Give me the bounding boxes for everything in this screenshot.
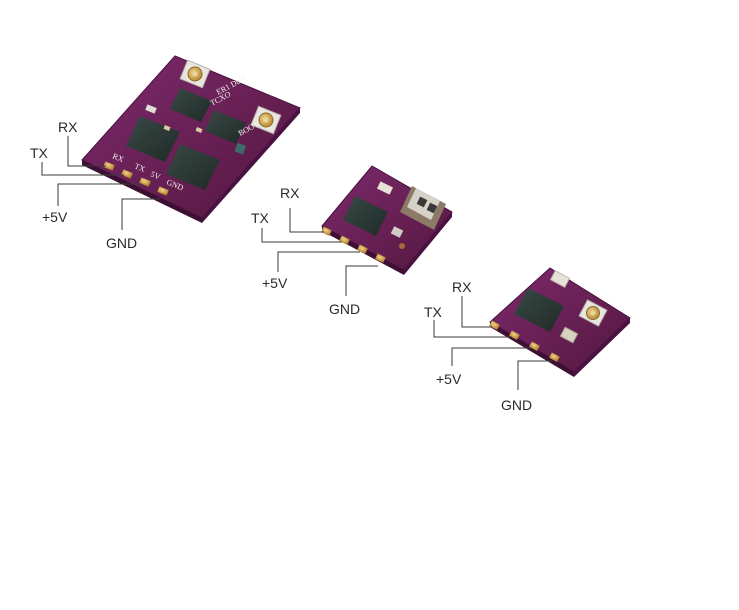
pad-rx xyxy=(489,320,500,330)
crystal xyxy=(549,270,571,288)
receiver-board-dual: ER1 Dual TCXO BOOT RX TX 5V GND RX TX +5… xyxy=(30,55,301,251)
mcu-chip xyxy=(343,196,388,236)
pin-label-5v: +5V xyxy=(262,275,288,291)
smd-component xyxy=(559,326,579,344)
pin-label-gnd: GND xyxy=(106,235,137,251)
antenna-connector xyxy=(179,59,211,89)
pad-5v xyxy=(529,341,540,351)
leader-line-tx xyxy=(41,162,124,176)
leader-line-tx xyxy=(261,228,342,243)
pad-tx xyxy=(121,169,133,179)
antenna-connector xyxy=(250,105,282,135)
smd-component xyxy=(390,226,404,238)
leader-line-rx xyxy=(67,136,106,167)
silkscreen-tx: TX xyxy=(133,162,146,174)
rf-chip xyxy=(170,88,212,122)
pin-label-tx: TX xyxy=(251,210,270,226)
leader-line-gnd xyxy=(121,198,160,230)
pin-label-rx: RX xyxy=(58,119,78,135)
smd-component xyxy=(145,104,157,114)
pcb-edge xyxy=(404,212,452,275)
pad-gnd xyxy=(157,186,169,196)
pad-gnd xyxy=(549,352,560,362)
pin-label-gnd: GND xyxy=(501,397,532,413)
mcu-chip xyxy=(514,288,564,332)
antenna-connector xyxy=(578,299,608,327)
ceramic-antenna xyxy=(400,186,446,230)
pin-label-5v: +5V xyxy=(42,209,68,225)
silkscreen-5v: 5V xyxy=(149,170,162,182)
pcb-edge xyxy=(574,318,630,377)
receiver-board-ipex: RX TX +5V GND xyxy=(424,267,631,413)
leader-line-5v xyxy=(57,183,142,206)
pad-gnd xyxy=(375,253,386,263)
pin-label-tx: TX xyxy=(424,304,443,320)
led xyxy=(399,243,405,249)
pin-label-tx: TX xyxy=(30,145,49,161)
leader-line-5v xyxy=(451,347,532,366)
leader-line-rx xyxy=(289,208,324,233)
leader-line-5v xyxy=(277,251,360,272)
rf-chip xyxy=(205,110,246,144)
crystal xyxy=(376,181,394,195)
leader-line-gnd xyxy=(345,265,378,296)
pcb-edge xyxy=(82,160,202,223)
pad-rx xyxy=(321,226,332,236)
pad-5v xyxy=(357,244,368,254)
pad-rx xyxy=(103,161,115,171)
leader-line-tx xyxy=(433,320,512,338)
led xyxy=(234,142,247,155)
leader-line-rx xyxy=(461,296,492,328)
pad-tx xyxy=(339,235,350,245)
pcb-edge xyxy=(202,108,300,223)
silkscreen-rx: RX xyxy=(111,152,125,165)
smd-component xyxy=(163,125,171,131)
smd-component xyxy=(195,127,203,133)
pin-label-rx: RX xyxy=(452,279,472,295)
pin-label-rx: RX xyxy=(280,185,300,201)
mcu-chip xyxy=(166,144,220,190)
receiver-board-ceramic-antenna: RX TX +5V GND xyxy=(251,165,453,317)
pin-label-5v: +5V xyxy=(436,371,462,387)
pad-tx xyxy=(509,330,520,340)
leader-line-gnd xyxy=(517,360,552,390)
pad-5v xyxy=(139,177,151,187)
pin-label-gnd: GND xyxy=(329,301,360,317)
